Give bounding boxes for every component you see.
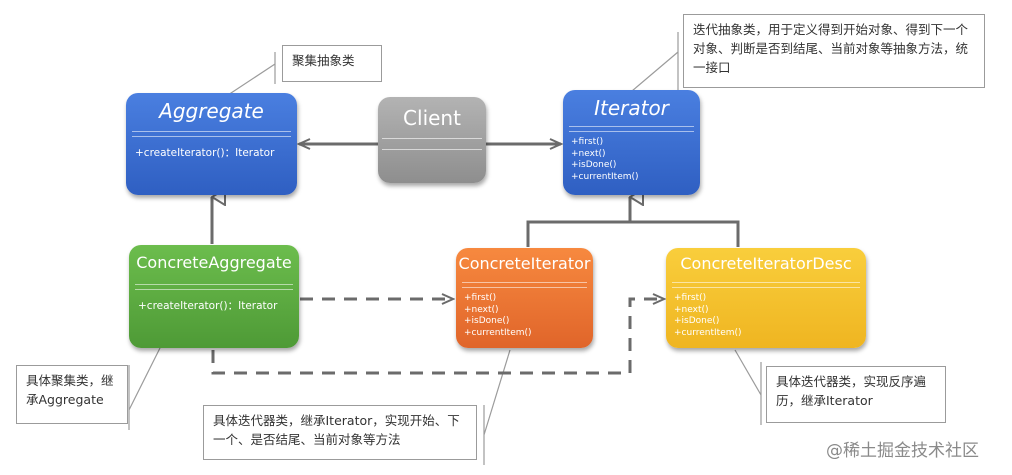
- concrete-iterator-note: 具体迭代器类，继承Iterator，实现开始、下一个、是否结尾、当前对象等方法: [203, 405, 477, 460]
- iterator-name: Iterator: [594, 96, 669, 120]
- concrete-iterator-separator-2: [462, 287, 587, 288]
- concrete-iterator-note-leader: [483, 349, 511, 465]
- iterator-separator-2: [569, 131, 694, 132]
- concrete-aggregate-name: ConcreteAggregate: [136, 253, 292, 272]
- note-leaders: [128, 32, 762, 465]
- concrete-iterator-desc-class[interactable]: ConcreteIteratorDesc +first() +next() +i…: [666, 248, 866, 348]
- client-name: Client: [403, 106, 461, 130]
- iterator-method-first: +first(): [571, 137, 604, 147]
- concrete-iterator-method-next: +next(): [464, 304, 499, 315]
- iterator-method-next: +next(): [571, 148, 606, 159]
- iterator-class[interactable]: Iterator +first() +next() +isDone() +cur…: [563, 90, 700, 195]
- concrete-aggregate-class[interactable]: ConcreteAggregate +createIterator()：Iter…: [129, 245, 299, 348]
- concrete-iterator-desc-method-isdone: +isDone(): [674, 316, 720, 326]
- aggregate-method: +createIterator()：Iterator: [135, 147, 275, 159]
- aggregate-note: 聚集抽象类: [282, 45, 382, 82]
- concrete-iterator-desc-note: 具体迭代器类，实现反序遍历，继承Iterator: [766, 366, 946, 423]
- concrete-iterator-desc-method-currentitem: +currentItem(): [674, 327, 742, 338]
- concrete-aggregate-note: 具体聚集类，继承Aggregate: [16, 365, 128, 424]
- concrete-iterator-desc-method-first: +first(): [674, 293, 707, 303]
- iterator-note-leader: [631, 32, 679, 92]
- concrete-iterator-separator: [462, 282, 587, 283]
- iterator-note: 迭代抽象类，用于定义得到开始对象、得到下一个对象、判断是否到结尾、当前对象等抽象…: [683, 14, 985, 88]
- watermark: @稀土掘金技术社区: [826, 441, 979, 461]
- concrete-iterator-desc-separator: [672, 282, 860, 283]
- creates-concrete-iterator-desc-arrow: [211, 299, 664, 375]
- concrete-aggregate-separator: [135, 284, 293, 285]
- aggregate-class[interactable]: Aggregate +createIterator()：Iterator: [126, 93, 297, 195]
- concrete-iterator-method-first: +first(): [464, 293, 497, 303]
- iterator-inheritance-branch: [526, 220, 740, 247]
- concrete-iterator-desc-separator-2: [672, 287, 860, 288]
- concrete-iterator-class[interactable]: ConcreteIterator +first() +next() +isDon…: [456, 248, 593, 348]
- aggregate-note-leader: [227, 52, 276, 96]
- iterator-methods: +first() +next() +isDone() +currentItem(…: [563, 132, 700, 183]
- client-separator: [382, 138, 482, 139]
- iterator-separator: [569, 126, 694, 127]
- aggregate-name: Aggregate: [159, 99, 264, 123]
- concrete-aggregate-method: +createIterator()：Iterator: [138, 300, 278, 312]
- iterator-method-currentitem: +currentItem(): [571, 171, 639, 182]
- concrete-iterator-method-isdone: +isDone(): [464, 316, 510, 326]
- aggregate-separator: [132, 131, 291, 132]
- iterator-method-isdone: +isDone(): [571, 160, 617, 170]
- concrete-iterator-desc-methods: +first() +next() +isDone() +currentItem(…: [666, 288, 866, 339]
- concrete-iterator-method-currentitem: +currentItem(): [464, 327, 532, 338]
- concrete-aggregate-separator-2: [135, 289, 293, 290]
- concrete-iterator-desc-name: ConcreteIteratorDesc: [680, 254, 852, 273]
- client-separator-2: [382, 149, 482, 150]
- concrete-iterator-name: ConcreteIterator: [458, 254, 591, 273]
- concrete-iterator-methods: +first() +next() +isDone() +currentItem(…: [456, 288, 593, 339]
- concrete-iterator-desc-method-next: +next(): [674, 304, 709, 315]
- concrete-aggregate-note-leader: [128, 347, 161, 430]
- concrete-iterator-desc-note-leader: [734, 349, 762, 425]
- client-class[interactable]: Client: [378, 97, 486, 183]
- aggregate-separator-2: [132, 136, 291, 137]
